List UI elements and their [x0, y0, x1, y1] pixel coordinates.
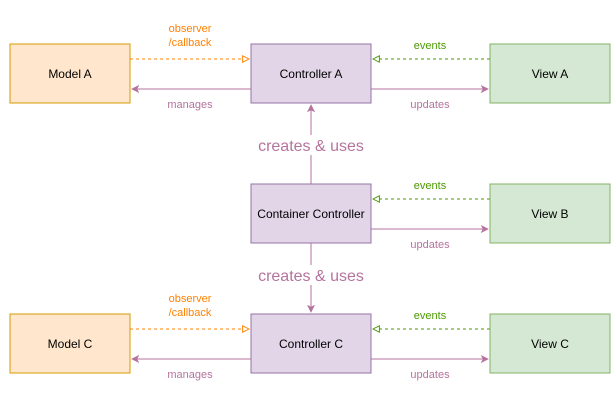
- creates-uses-label-bg-c: [252, 265, 370, 285]
- controller-a-label: Controller A: [280, 67, 343, 81]
- manages-label-c: manages: [167, 369, 213, 381]
- view-b-node[interactable]: View B: [489, 183, 611, 244]
- manages-label-a: manages: [167, 99, 213, 111]
- events-label-b: events: [414, 180, 447, 192]
- observer-label-a-line1: observer: [169, 23, 212, 35]
- observer-label-c-line1: observer: [169, 293, 212, 305]
- model-c-label: Model C: [48, 337, 93, 351]
- updates-label-b: updates: [410, 239, 450, 251]
- model-a-node[interactable]: Model A: [9, 43, 131, 104]
- model-c-node[interactable]: Model C: [9, 313, 131, 374]
- controller-a-node[interactable]: Controller A: [250, 43, 372, 104]
- view-b-label: View B: [531, 207, 568, 221]
- creates-uses-label-c: creates & uses: [258, 268, 364, 285]
- container-controller-label: Container Controller: [257, 207, 364, 221]
- observer-label-a-line2: /callback: [169, 37, 212, 49]
- creates-uses-label-a: creates & uses: [258, 138, 364, 155]
- updates-label-a: updates: [410, 99, 450, 111]
- view-a-label: View A: [532, 67, 568, 81]
- creates-uses-label-bg-a: [252, 135, 370, 155]
- controller-c-node[interactable]: Controller C: [250, 313, 372, 374]
- view-a-node[interactable]: View A: [489, 43, 611, 104]
- events-label-c: events: [414, 310, 447, 322]
- view-c-node[interactable]: View C: [489, 313, 611, 374]
- view-c-label: View C: [531, 337, 569, 351]
- container-controller-node[interactable]: Container Controller: [250, 183, 372, 244]
- controller-c-label: Controller C: [279, 337, 343, 351]
- events-label-a: events: [414, 40, 447, 52]
- observer-label-c-line2: /callback: [169, 307, 212, 319]
- model-a-label: Model A: [48, 67, 91, 81]
- updates-label-c: updates: [410, 369, 450, 381]
